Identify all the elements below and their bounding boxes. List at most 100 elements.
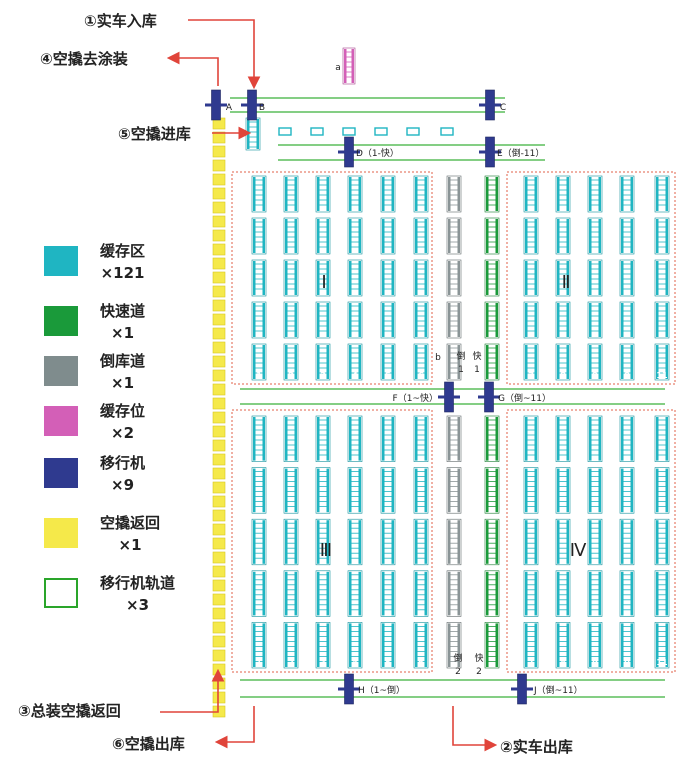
fast-lane-lower-cell-rail-right <box>495 417 498 461</box>
empty-skid-return-cell <box>212 537 226 550</box>
arrow-empty-skid-out <box>214 706 255 749</box>
lane-number-upper: 9 <box>592 371 598 380</box>
buffer-lane-cell-rail-right <box>326 623 329 667</box>
buffer-lane-cell-rail-right <box>630 219 633 253</box>
transfer-label-j: J（倒~11） <box>533 684 583 696</box>
buffer-lane-cell-rail-left <box>656 177 659 211</box>
legend-label: 快速道 <box>100 302 146 320</box>
return-lane-lower-cell-rail-left <box>448 571 451 616</box>
entry-lane-cell-rail-left <box>247 119 250 149</box>
empty-skid-return-cell <box>212 173 226 186</box>
legend-label: 缓存区 <box>100 242 146 260</box>
buffer-lane-cell-rail-left <box>285 571 288 616</box>
buffer-lane-cell-rail-left <box>349 623 352 667</box>
buffer-lane-cell-rail-left <box>621 468 624 513</box>
return-lane-lower-cell-rail-right <box>457 468 460 513</box>
lane-number-lower: 5 <box>385 658 391 667</box>
buffer-lane-cell-rail-left <box>557 303 560 337</box>
buffer-lane-cell-rail-right <box>358 345 361 379</box>
fast-lane-lower-cell-rail-left <box>486 623 489 667</box>
transfer-label-h: H（1~倒） <box>358 684 405 696</box>
buffer-lane-cell-rail-left <box>382 219 385 253</box>
buffer-lane-cell-rail-right <box>534 261 537 295</box>
empty-skid-return-cell <box>212 327 226 340</box>
return-lane-lower-cell-rail-right <box>457 520 460 564</box>
buffer-lane-cell-rail-left <box>349 468 352 513</box>
zone-boundary-3 <box>231 409 433 673</box>
buffer-lane-cell-rail-left <box>317 345 320 379</box>
empty-skid-return-cell <box>212 495 226 508</box>
buffer-lane-cell-rail-right <box>630 623 633 667</box>
buffer-lane-cell-rail-right <box>598 345 601 379</box>
empty-skid-return-cell <box>212 621 226 634</box>
buffer-lane-cell-rail-right <box>566 345 569 379</box>
buffer-lane-cell-rail-left <box>621 303 624 337</box>
buffer-lane-cell-rail-right <box>598 571 601 616</box>
buffer-lane-cell-rail-right <box>630 177 633 211</box>
buffer-lane-cell-rail-left <box>382 417 385 461</box>
buffer-lane-cell-rail-left <box>349 219 352 253</box>
empty-skid-return-cell <box>212 635 226 648</box>
zone-boundary-1 <box>231 171 433 385</box>
legend-item-fast-lane: 快速道×1 <box>42 300 212 348</box>
fast-lane-lower-cell-rail-left <box>486 571 489 616</box>
lane-layer <box>212 47 670 718</box>
buffer-lane-cell-rail-left <box>317 417 320 461</box>
legend-swatch <box>44 406 78 436</box>
transfer-label-e: E（倒-11） <box>497 147 544 159</box>
buffer-lane-cell-rail-right <box>294 571 297 616</box>
buffer-lane-cell-rail-left <box>525 303 528 337</box>
buffer-lane-cell-rail-left <box>285 303 288 337</box>
fast-lane-lower-cell-rail-right <box>495 623 498 667</box>
zone-label-3: Ⅲ <box>320 540 332 561</box>
buffer-lane-cell-rail-left <box>656 417 659 461</box>
buffer-lane-cell-rail-right <box>566 261 569 295</box>
return-lane-tag-top: 倒 <box>456 350 465 362</box>
zone-layer <box>231 171 676 673</box>
return-lane-upper-cell-rail-right <box>457 261 460 295</box>
zone-boundary-2 <box>506 171 676 385</box>
return-lane-lower-cell-rail-right <box>457 417 460 461</box>
buffer-lane-cell-rail-right <box>294 261 297 295</box>
buffer-lane-cell-rail-right <box>424 177 427 211</box>
buffer-lane-cell-rail-left <box>253 345 256 379</box>
buffer-lane-cell-rail-right <box>630 261 633 295</box>
fast-lane-upper-cell-rail-left <box>486 219 489 253</box>
empty-skid-return-cell <box>212 201 226 214</box>
legend-swatch <box>44 518 78 548</box>
lane-number-upper: 2 <box>288 371 294 380</box>
buffer-lane-cell-rail-left <box>557 520 560 564</box>
empty-skid-return-cell <box>212 509 226 522</box>
transfer-car-a-arm <box>205 103 227 107</box>
fast-lane-lower-cell-rail-left <box>486 520 489 564</box>
return-lane-upper-cell-rail-left <box>448 219 451 253</box>
fast-lane-lower-cell-rail-right <box>495 468 498 513</box>
buffer-lane-cell-rail-right <box>566 219 569 253</box>
buffer-lane-cell-rail-left <box>415 219 418 253</box>
buffer-lane-cell-rail-right <box>665 261 668 295</box>
return-lane-upper-cell-rail-left <box>448 303 451 337</box>
buffer-lane-cell-rail-right <box>294 623 297 667</box>
buffer-lane-cell-rail-right <box>326 177 329 211</box>
buffer-lane-cell-rail-right <box>358 261 361 295</box>
buffer-lane-cell-rail-right <box>391 303 394 337</box>
buffer-lane-cell-rail-right <box>424 571 427 616</box>
buffer-lane-cell-rail-right <box>358 571 361 616</box>
buffer-lane-cell-rail-right <box>391 177 394 211</box>
buffer-lane-cell-rail-left <box>349 417 352 461</box>
buffer-lane-cell-rail-left <box>349 520 352 564</box>
buffer-lane-cell-rail-left <box>382 177 385 211</box>
buffer-lane-cell-rail-left <box>253 623 256 667</box>
buffer-lane-cell-rail-right <box>358 303 361 337</box>
zone-label-1: Ⅰ <box>321 272 326 293</box>
buffer-lane-cell-rail-left <box>253 261 256 295</box>
empty-skid-return-cell <box>212 313 226 326</box>
buffer-lane-cell-rail-right <box>358 219 361 253</box>
buffer-lane-cell-rail-right <box>534 623 537 667</box>
buffer-lane-cell-rail-left <box>621 345 624 379</box>
empty-skid-return-cell <box>212 243 226 256</box>
buffer-lane-cell-rail-left <box>589 303 592 337</box>
buffer-lane-cell-rail-right <box>665 303 668 337</box>
lane-number-lower: 4 <box>352 658 358 667</box>
